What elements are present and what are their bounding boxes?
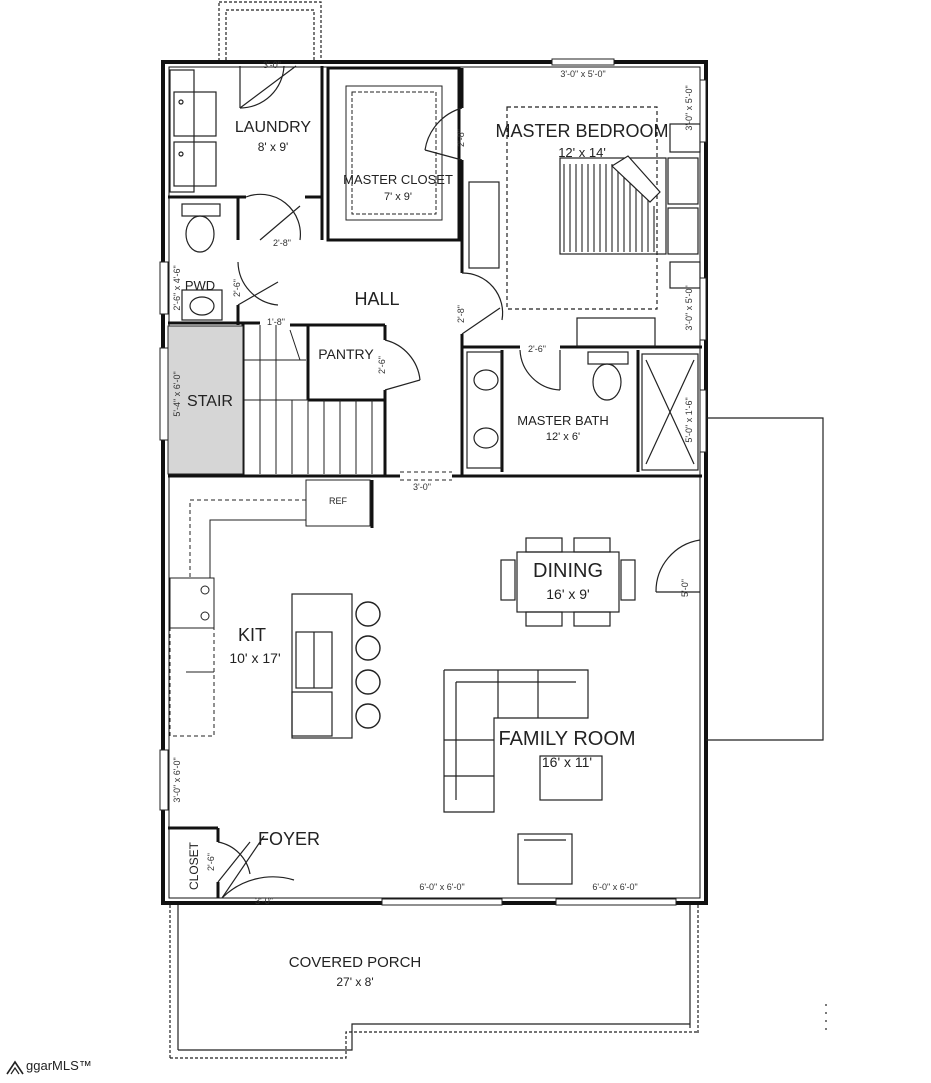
ref-label: REF [329,496,348,506]
kitchen-counters [169,479,371,737]
master-bedroom-size: 12' x 14' [558,145,606,160]
shower-dim: 5'-0" x 1'-6" [684,397,694,442]
dining-door-dim: 5'-0" [680,579,690,597]
bedroom-window-top-dim: 3'-0" x 5'-0" [560,69,605,79]
mls-watermark: ggarMLS™ [6,1058,92,1075]
master-bedroom-label: MASTER BEDROOM [495,121,668,141]
side-deck [706,417,824,741]
interior-walls [168,66,702,898]
laundry-label: LAUNDRY [235,119,312,136]
master-closet-size: 7' x 9' [384,191,412,203]
front-door-dim: 3'-0" [255,896,273,906]
bedroom-window-right-top-dim: 3'-0" x 5'-0" [684,85,694,130]
covered-porch-label: COVERED PORCH [289,954,422,971]
foyer-label: FOYER [258,829,320,849]
front-window-right-dim: 6'-0" x 6'-0" [592,882,637,892]
front-window-left-dim: 6'-0" x 6'-0" [419,882,464,892]
covered-porch-outline [169,905,827,1059]
master-bath-fixtures [466,349,699,471]
master-closet-label: MASTER CLOSET [343,172,453,187]
dining-door [655,539,701,593]
pantry-door [384,339,421,391]
pwd-door-dim: 2'-6" [232,279,242,297]
bath-door-dim: 2'-6" [528,344,546,354]
kit-size: 10' x 17' [229,650,280,666]
stair-label: STAIR [187,393,233,410]
kitchen-island [291,593,353,739]
hall-label: HALL [354,289,399,309]
laundry-door [239,65,297,109]
covered-porch-size: 27' x 8' [336,975,373,989]
dining-table [500,537,636,627]
laundry-inner-door-dim: 2'-8" [273,238,291,248]
stair-treads [244,325,373,474]
bedroom-furniture [468,106,701,347]
dining-label: DINING [533,560,603,582]
stair-window-dim: 5'-4" x 6'-0" [172,371,182,416]
closet-label: CLOSET [187,841,201,890]
laundry-door-dim: 3'-0" [263,60,281,70]
rear-entry [218,1,322,63]
pwd-window-dim: 2'-6" x 4'-6" [172,265,182,310]
pantry-door-dim: 2'-6" [377,356,387,374]
family-room-label: FAMILY ROOM [498,728,635,750]
stair-door-dim: 1'-8" [267,317,285,327]
house-logo-icon [6,1060,24,1075]
kit-label: KIT [238,625,266,645]
kitchen-window-dim: 3'-0" x 6'-0" [172,757,182,802]
mls-watermark-text: ggarMLS™ [26,1058,92,1073]
pantry-label: PANTRY [318,346,374,362]
foyer-doors [217,835,295,899]
powder-room-fixtures [181,203,223,321]
closet-inner-door-dim: 2'-6" [206,853,216,871]
bedroom-door-dim: 2'-8" [456,305,466,323]
dining-size: 16' x 9' [546,586,589,602]
bed-stripes [563,164,655,252]
master-bath-size: 12' x 6' [546,431,580,443]
closet-door-dim: 2'-8" [456,129,466,147]
hall-opening-dim: 3'-0" [413,482,431,492]
sectional-sofa [443,669,603,885]
laundry-size: 8' x 9' [258,140,289,154]
family-room-size: 16' x 11' [542,754,592,770]
pwd-label: PWD [185,278,215,293]
bedroom-window-right-bottom-dim: 3'-0" x 5'-0" [684,285,694,330]
hall-doors [237,193,504,335]
master-bath-label: MASTER BATH [517,413,609,428]
stair-landing [167,325,244,475]
bar-stools [355,601,381,729]
washer-dryer [169,69,217,193]
master-closet-door [424,107,463,161]
windows [159,58,707,906]
